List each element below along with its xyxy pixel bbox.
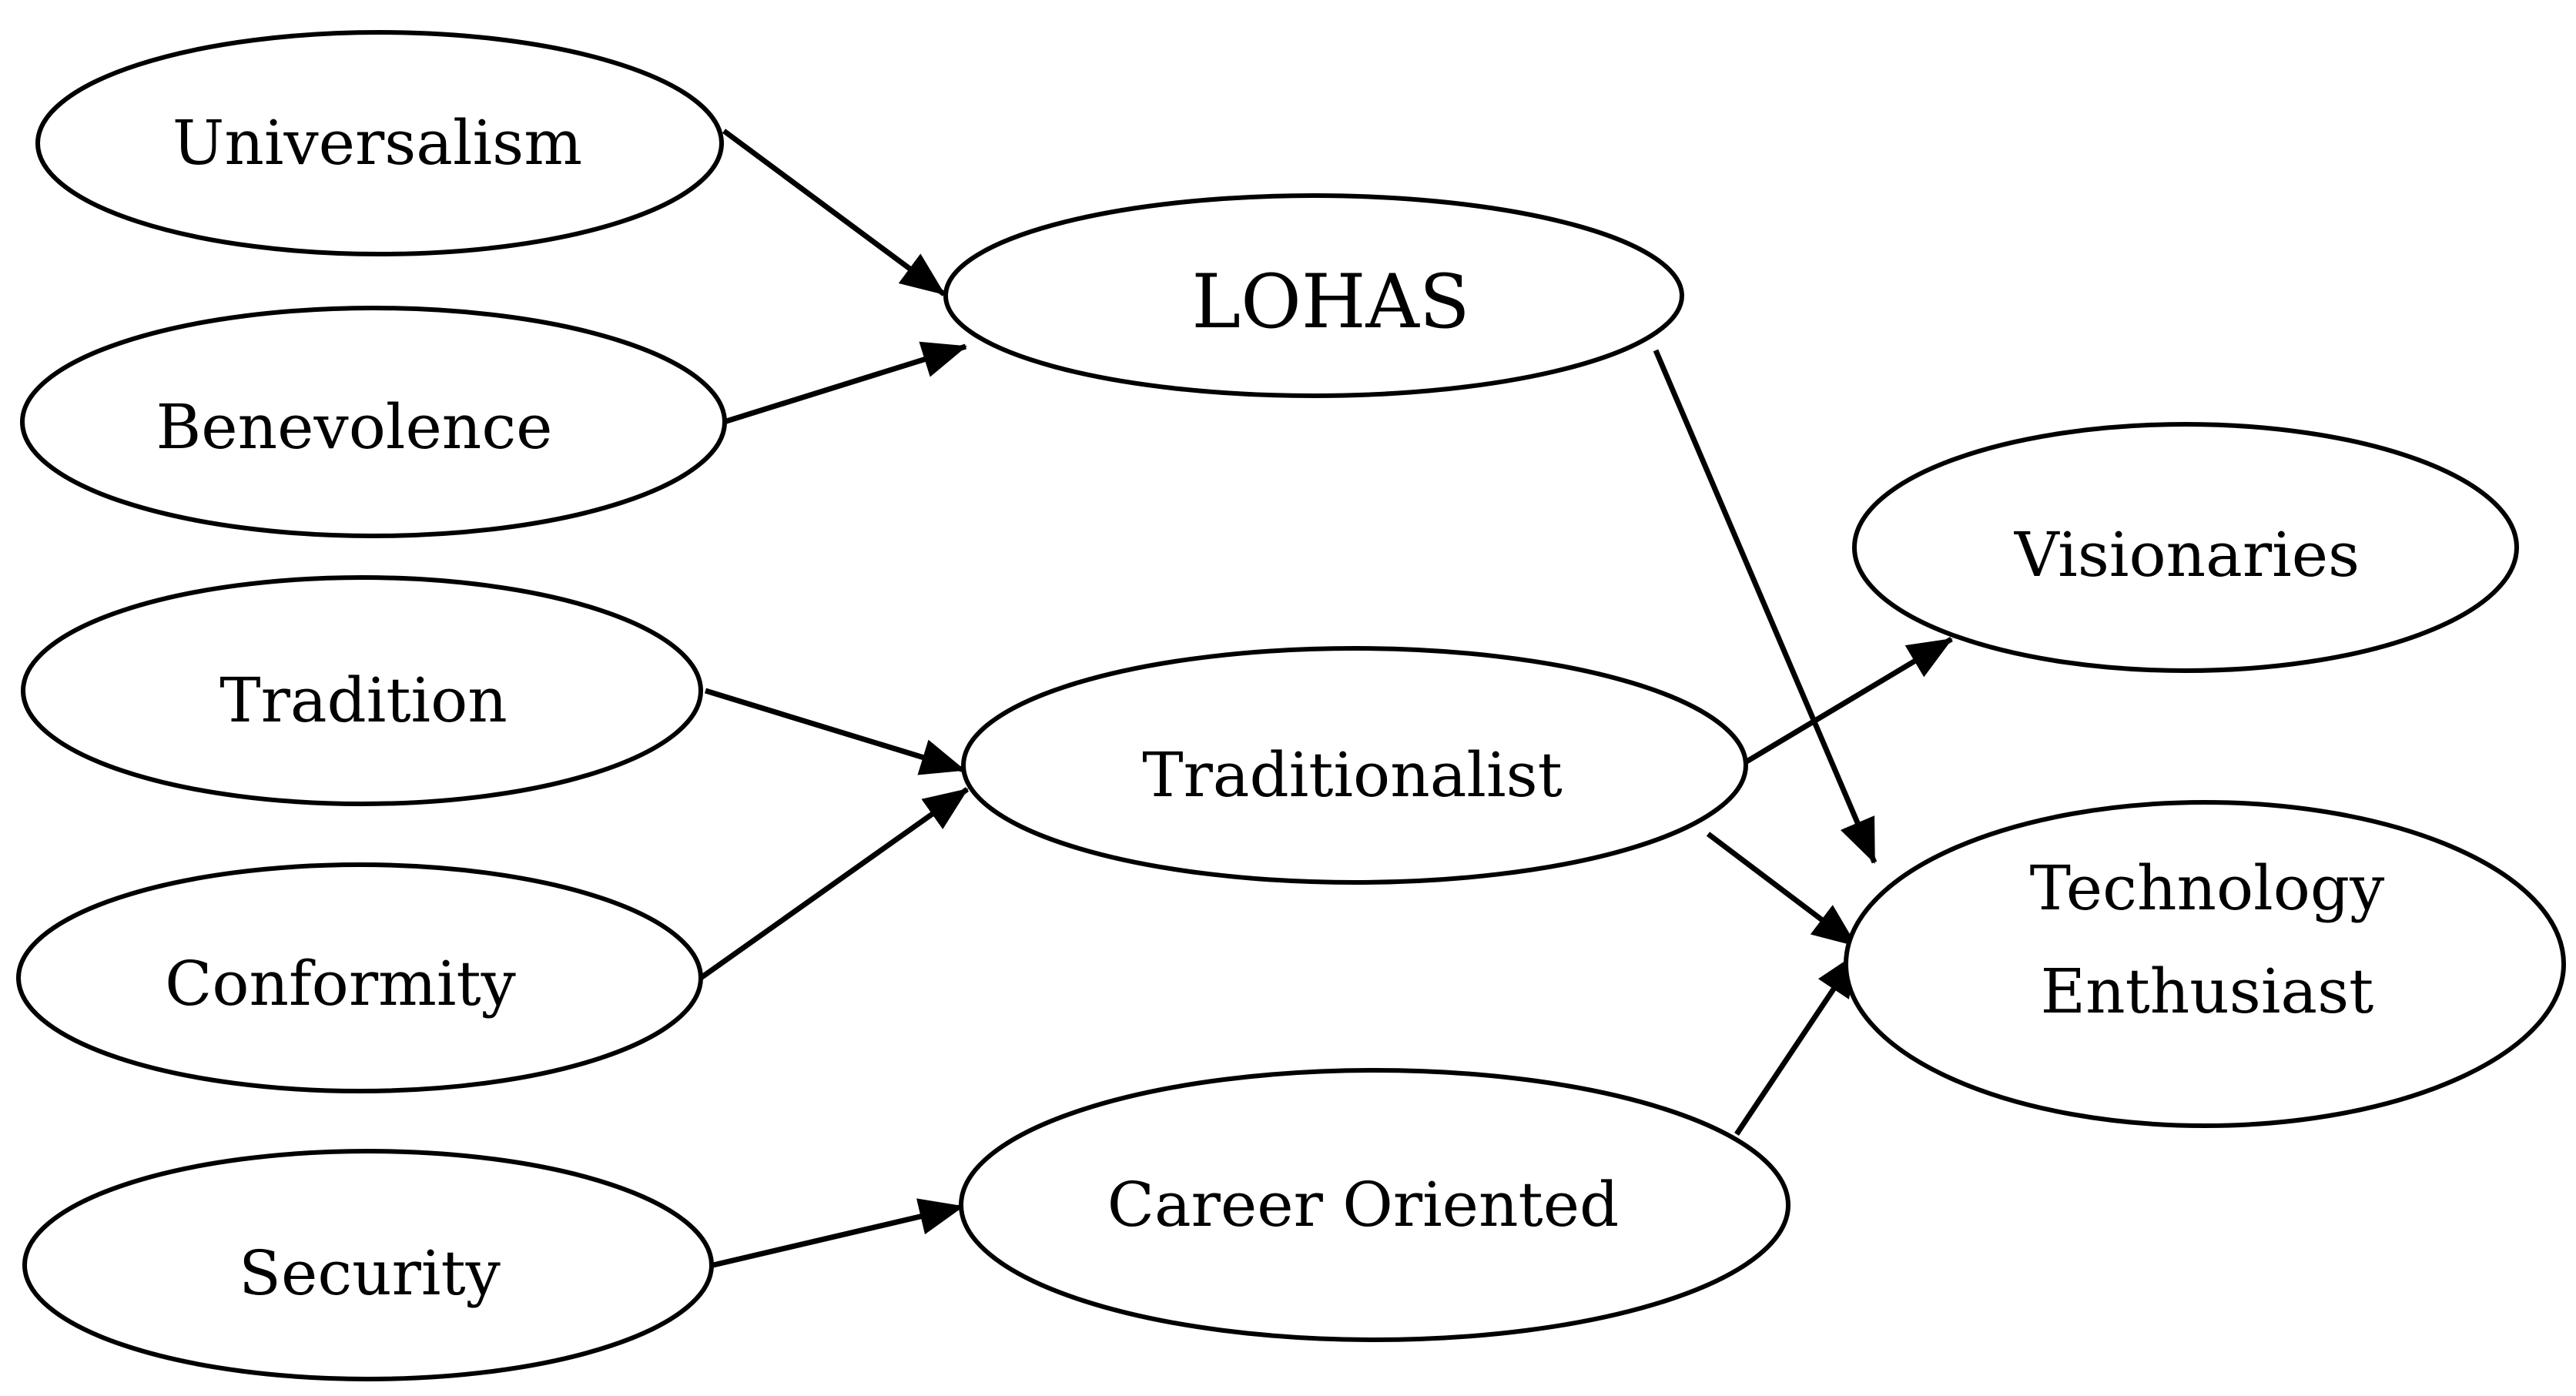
node-technology-enthusiast-label-line1: Technology: [2030, 852, 2385, 924]
edge-traditionalist-to-technology-enthusiast: [1706, 832, 1858, 948]
node-benevolence-ellipse: [20, 306, 727, 538]
node-traditionalist: Traditionalist: [961, 646, 1748, 885]
node-conformity: Conformity: [16, 862, 703, 1093]
node-universalism-label: Universalism: [173, 107, 582, 179]
node-career-oriented-ellipse: [959, 1068, 1790, 1342]
node-conformity-label: Conformity: [165, 948, 516, 1019]
node-lohas: LOHAS: [943, 193, 1684, 398]
node-technology-enthusiast: Technology Enthusiast: [1844, 800, 2566, 1128]
edge-tradition-to-traditionalist: [704, 688, 966, 775]
node-visionaries-ellipse: [1852, 422, 2519, 673]
node-security: Security: [22, 1149, 714, 1381]
node-benevolence: Benevolence: [20, 306, 727, 538]
edge-lohas-to-technology-enthusiast: [1653, 349, 1878, 864]
edges: [698, 129, 1953, 1268]
node-traditionalist-ellipse: [961, 646, 1748, 885]
edge-career-oriented-to-technology-enthusiast: [1734, 952, 1860, 1136]
node-traditionalist-label: Traditionalist: [1142, 739, 1563, 811]
node-technology-enthusiast-label-line2: Enthusiast: [2041, 956, 2374, 1027]
node-universalism-ellipse: [35, 30, 724, 256]
node-tradition: Tradition: [21, 575, 703, 806]
edge-traditionalist-to-visionaries: [1737, 636, 1953, 769]
node-lohas-label: LOHAS: [1191, 259, 1469, 345]
node-career-oriented: Career Oriented: [959, 1068, 1790, 1342]
node-visionaries: Visionaries: [1852, 422, 2519, 673]
node-technology-enthusiast-ellipse: [1844, 800, 2566, 1128]
node-universalism: Universalism: [35, 30, 724, 256]
edge-security-to-career-oriented: [712, 1198, 964, 1268]
edge-universalism-to-lohas: [722, 129, 946, 296]
edge-conformity-to-traditionalist: [698, 787, 970, 980]
node-tradition-ellipse: [21, 575, 703, 806]
node-security-ellipse: [22, 1149, 714, 1381]
node-visionaries-label: Visionaries: [2014, 519, 2360, 591]
nodes: Universalism Benevolence Tradition Confo…: [16, 30, 2566, 1381]
node-benevolence-label: Benevolence: [156, 391, 553, 463]
node-security-label: Security: [239, 1237, 501, 1309]
node-conformity-ellipse: [16, 862, 703, 1093]
node-lohas-ellipse: [943, 193, 1684, 398]
node-career-oriented-label: Career Oriented: [1107, 1169, 1620, 1240]
edge-benevolence-to-lohas: [722, 341, 967, 425]
node-tradition-label: Tradition: [219, 665, 507, 736]
